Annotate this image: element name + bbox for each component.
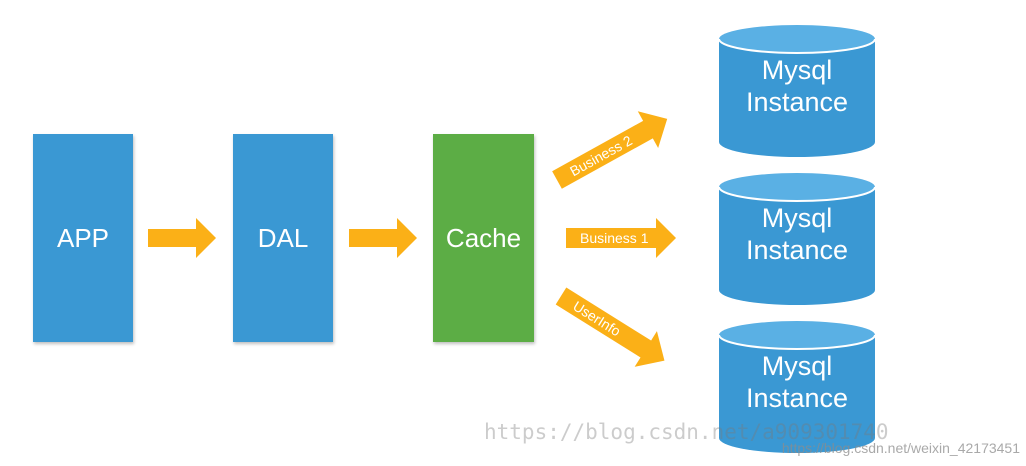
mysql-instance-2-line2: Instance: [745, 235, 849, 265]
arrow-app-to-dal: [148, 218, 216, 258]
footer-watermark: https://blog.csdn.net/weixin_42173451: [781, 440, 1020, 456]
database-icon: [718, 173, 876, 305]
dal-label: DAL: [257, 222, 309, 253]
mysql-instance-2: Mysql Instance: [718, 172, 876, 307]
mysql-instance-1-line1: Mysql: [761, 55, 833, 85]
mysql-instance-3: Mysql Instance: [718, 320, 876, 455]
cache-block: Cache: [433, 134, 534, 342]
mysql-instance-3-line1: Mysql: [761, 351, 833, 381]
mysql-instance-3-line2: Instance: [745, 383, 849, 413]
mysql-instance-2-label: Mysql Instance: [718, 202, 876, 266]
app-block: APP: [33, 134, 133, 342]
dal-block: DAL: [233, 134, 333, 342]
arrow-business-2: Business 2: [552, 111, 668, 189]
database-icon: [718, 321, 876, 453]
mysql-instance-1-label: Mysql Instance: [718, 54, 876, 118]
business-2-label: Business 2: [567, 132, 635, 179]
cache-label: Cache: [445, 222, 522, 253]
business-1-label: Business 1: [580, 230, 649, 246]
database-icon: [718, 25, 876, 157]
mysql-instance-2-line1: Mysql: [761, 203, 833, 233]
mysql-instance-1: Mysql Instance: [718, 24, 876, 159]
mysql-instance-1-line2: Instance: [745, 87, 849, 117]
arrow-userinfo: UserInfo: [555, 287, 665, 367]
arrow-dal-to-cache: [349, 218, 417, 258]
arrow-business-1: Business 1: [566, 218, 676, 258]
app-label: APP: [56, 222, 110, 253]
blog-watermark: https://blog.csdn.net/a909301740: [484, 420, 889, 444]
mysql-instance-3-label: Mysql Instance: [718, 350, 876, 414]
